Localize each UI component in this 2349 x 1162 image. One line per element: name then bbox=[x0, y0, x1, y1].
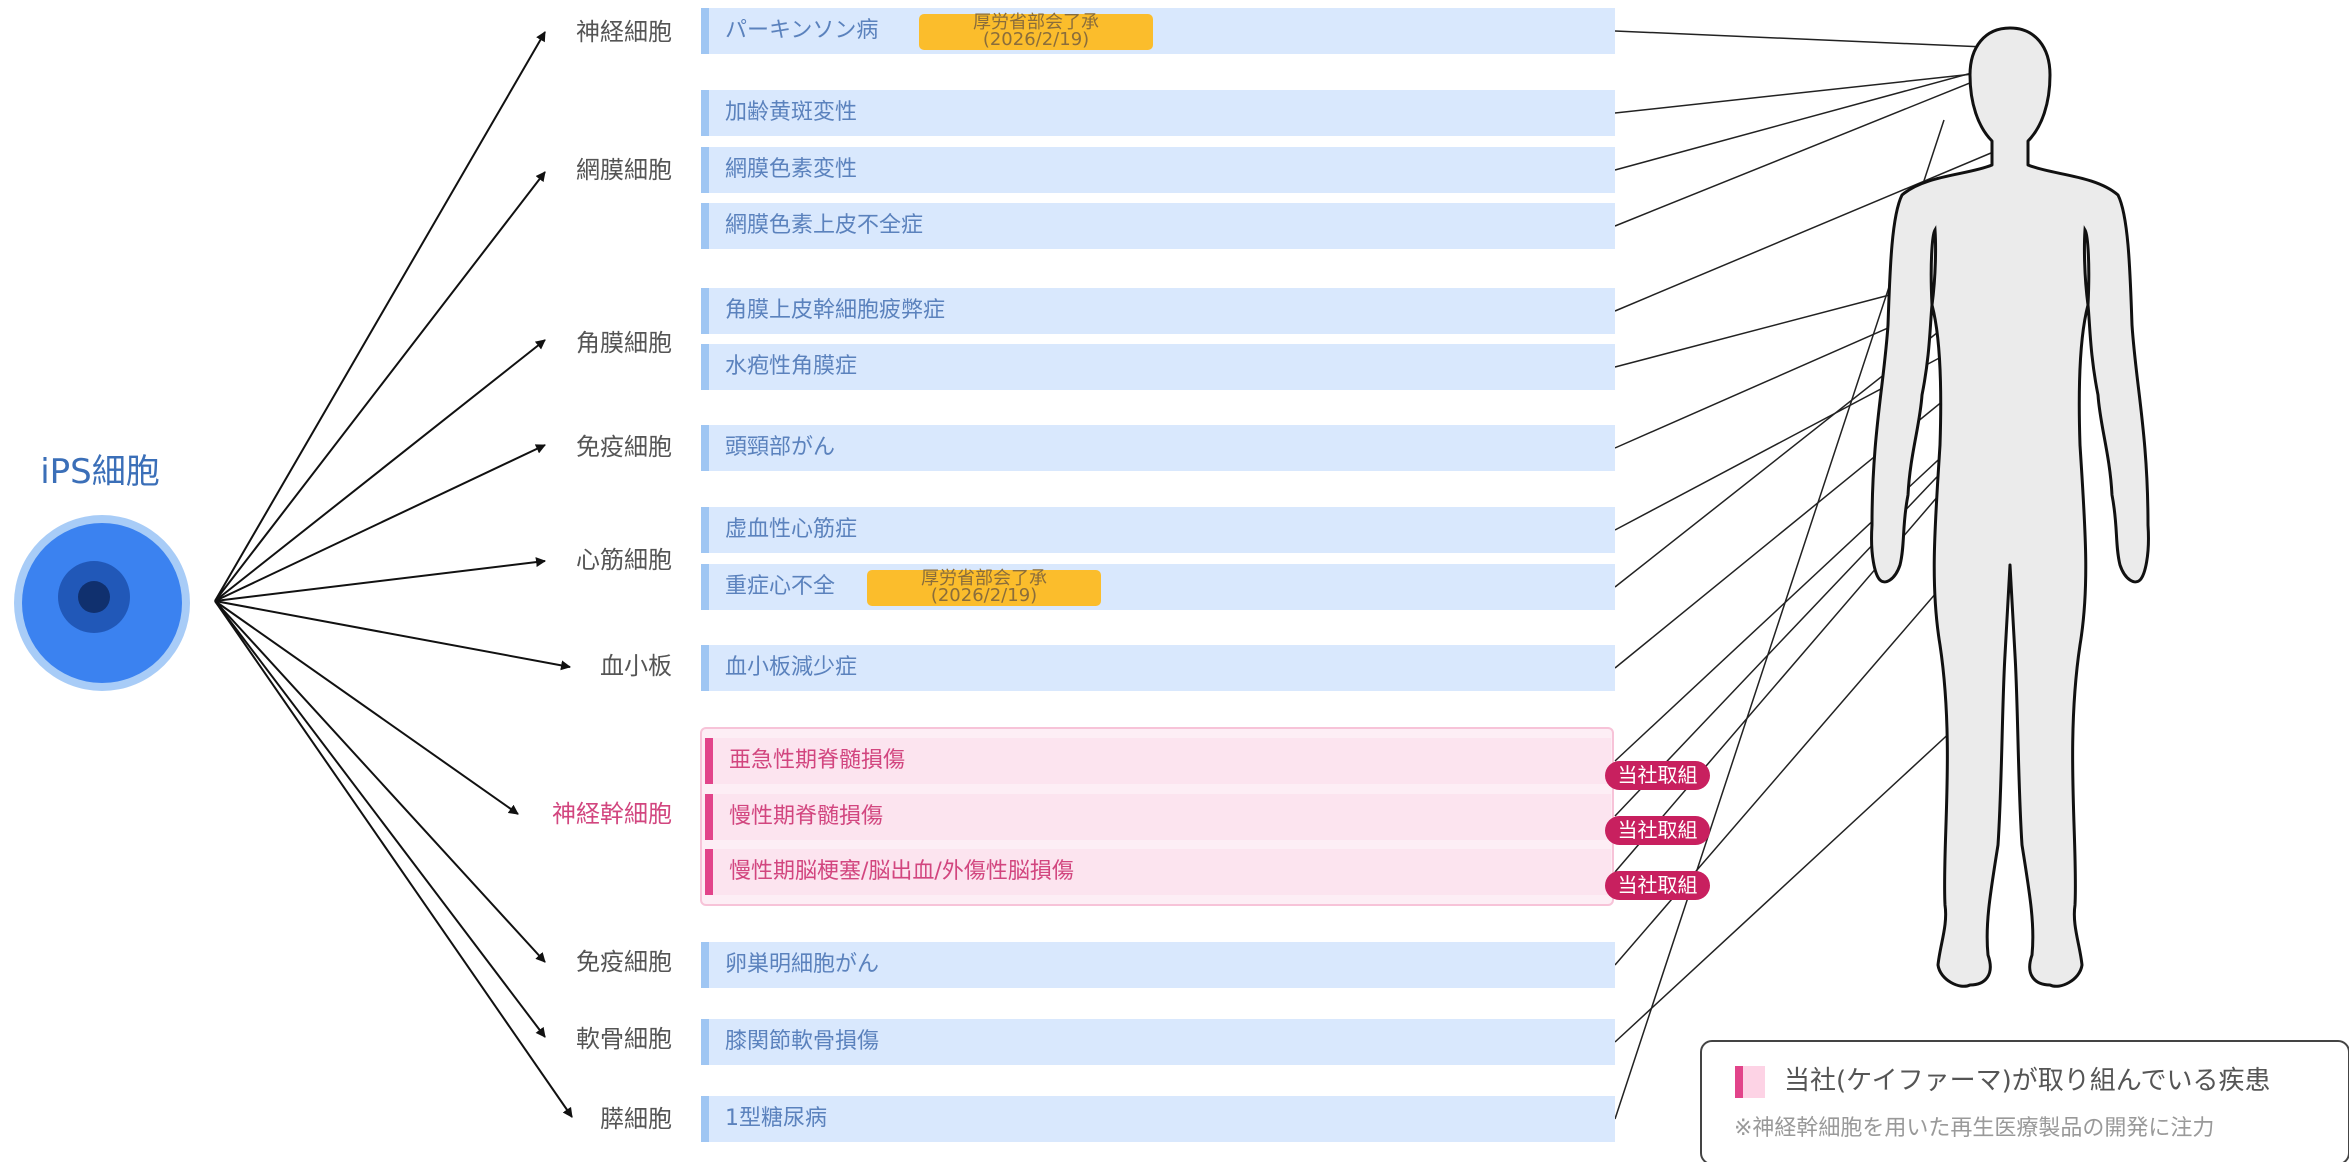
disease-bar: 加齢黄斑変性 bbox=[701, 90, 1615, 136]
company-disease-bar: 慢性期脊髄損傷 bbox=[705, 794, 1611, 840]
disease-bar: 虚血性心筋症 bbox=[701, 507, 1615, 553]
cell-arrow bbox=[214, 339, 546, 602]
cell-arrow bbox=[214, 600, 573, 1118]
ips-title: iPS細胞 bbox=[40, 452, 160, 492]
legend: 当社(ケイファーマ)が取り組んでいる疾患 ※神経幹細胞を用いた再生医療製品の開発… bbox=[1700, 1040, 2349, 1162]
disease-label: 虚血性心筋症 bbox=[725, 517, 858, 542]
disease-bar: 角膜上皮幹細胞疲弊症 bbox=[701, 288, 1615, 334]
company-badge: 当社取組 bbox=[1605, 761, 1710, 790]
disease-label: 重症心不全 bbox=[725, 574, 836, 599]
cell-arrow bbox=[214, 600, 546, 1038]
disease-label: 卵巣明細胞がん bbox=[725, 952, 880, 977]
cell-label-cartilage: 軟骨細胞 bbox=[576, 1025, 672, 1053]
disease-label: 慢性期脊髄損傷 bbox=[729, 804, 884, 829]
disease-bar: 網膜色素変性 bbox=[701, 147, 1615, 193]
legend-text: 当社(ケイファーマ)が取り組んでいる疾患 bbox=[1784, 1066, 2271, 1096]
cell-arrow bbox=[214, 600, 571, 671]
disease-label: 慢性期脳梗塞/脳出血/外傷性脳損傷 bbox=[729, 859, 1074, 884]
disease-bar: 卵巣明細胞がん bbox=[701, 942, 1615, 988]
approval-date: (2026/2/19) bbox=[982, 29, 1090, 50]
cell-label-immune: 免疫細胞 bbox=[576, 433, 672, 461]
disease-label: 水疱性角膜症 bbox=[725, 354, 858, 379]
approval-text: 厚労省部会了承 bbox=[973, 12, 1099, 33]
organ-connector bbox=[1614, 30, 2009, 49]
cell-label-cardiomyocyte: 心筋細胞 bbox=[576, 546, 672, 574]
cell-arrow bbox=[214, 600, 519, 815]
cell-label-immune-2: 免疫細胞 bbox=[576, 948, 672, 976]
disease-label: 亜急性期脊髄損傷 bbox=[729, 748, 906, 773]
disease-bar: 網膜色素上皮不全症 bbox=[701, 203, 1615, 249]
disease-bar: 重症心不全 厚労省部会了承 (2026/2/19) bbox=[701, 564, 1615, 610]
disease-bar: 頭頸部がん bbox=[701, 425, 1615, 471]
disease-label: 網膜色素変性 bbox=[725, 157, 858, 182]
cell-label-cornea: 角膜細胞 bbox=[576, 329, 672, 357]
cell-label-retina: 網膜細胞 bbox=[576, 156, 672, 184]
disease-bar: 血小板減少症 bbox=[701, 645, 1615, 691]
cell-arrow bbox=[214, 600, 546, 963]
ips-cell-icon bbox=[14, 515, 190, 691]
cell-label-pancreatic: 膵細胞 bbox=[600, 1105, 672, 1133]
organ-connector bbox=[1614, 715, 1969, 1043]
human-body-icon bbox=[1870, 26, 2150, 988]
disease-label: 加齢黄斑変性 bbox=[725, 100, 858, 125]
approval-badge: 厚労省部会了承 (2026/2/19) bbox=[867, 570, 1101, 606]
disease-label: 1型糖尿病 bbox=[725, 1106, 827, 1131]
cell-arrow bbox=[214, 557, 546, 602]
organ-connector bbox=[1614, 69, 2011, 114]
approval-text: 厚労省部会了承 bbox=[921, 568, 1047, 589]
organ-connector bbox=[1614, 65, 2013, 227]
approval-date: (2026/2/19) bbox=[930, 585, 1038, 606]
cell-arrow bbox=[214, 444, 546, 602]
disease-bar: パーキンソン病 厚労省部会了承 (2026/2/19) bbox=[701, 8, 1615, 54]
company-badge: 当社取組 bbox=[1605, 871, 1710, 900]
cell-label-platelet: 血小板 bbox=[600, 652, 672, 680]
organ-connector bbox=[1614, 144, 2011, 312]
company-disease-bar: 慢性期脳梗塞/脳出血/外傷性脳損傷 bbox=[705, 849, 1611, 895]
cell-label-neural-stem: 神経幹細胞 bbox=[552, 800, 672, 828]
legend-swatch bbox=[1735, 1066, 1765, 1098]
disease-label: 頭頸部がん bbox=[725, 435, 836, 460]
disease-bar: 1型糖尿病 bbox=[701, 1096, 1615, 1142]
cell-arrow bbox=[214, 31, 546, 602]
cell-arrow bbox=[214, 171, 546, 602]
arrow-group bbox=[214, 31, 573, 1118]
disease-bar: 水疱性角膜症 bbox=[701, 344, 1615, 390]
legend-note: ※神経幹細胞を用いた再生医療製品の開発に注力 bbox=[1734, 1116, 2215, 1141]
disease-label: 角膜上皮幹細胞疲弊症 bbox=[725, 298, 946, 323]
disease-label: 膝関節軟骨損傷 bbox=[725, 1029, 880, 1054]
organ-connector bbox=[1614, 61, 2013, 171]
company-disease-bar: 亜急性期脊髄損傷 bbox=[705, 738, 1611, 784]
company-badge: 当社取組 bbox=[1605, 816, 1710, 845]
approval-badge: 厚労省部会了承 (2026/2/19) bbox=[919, 14, 1153, 50]
disease-label: パーキンソン病 bbox=[725, 18, 879, 43]
disease-label: 網膜色素上皮不全症 bbox=[725, 213, 924, 238]
cell-label-neuron: 神経細胞 bbox=[576, 18, 672, 46]
disease-bar: 膝関節軟骨損傷 bbox=[701, 1019, 1615, 1065]
disease-label: 血小板減少症 bbox=[725, 655, 858, 680]
